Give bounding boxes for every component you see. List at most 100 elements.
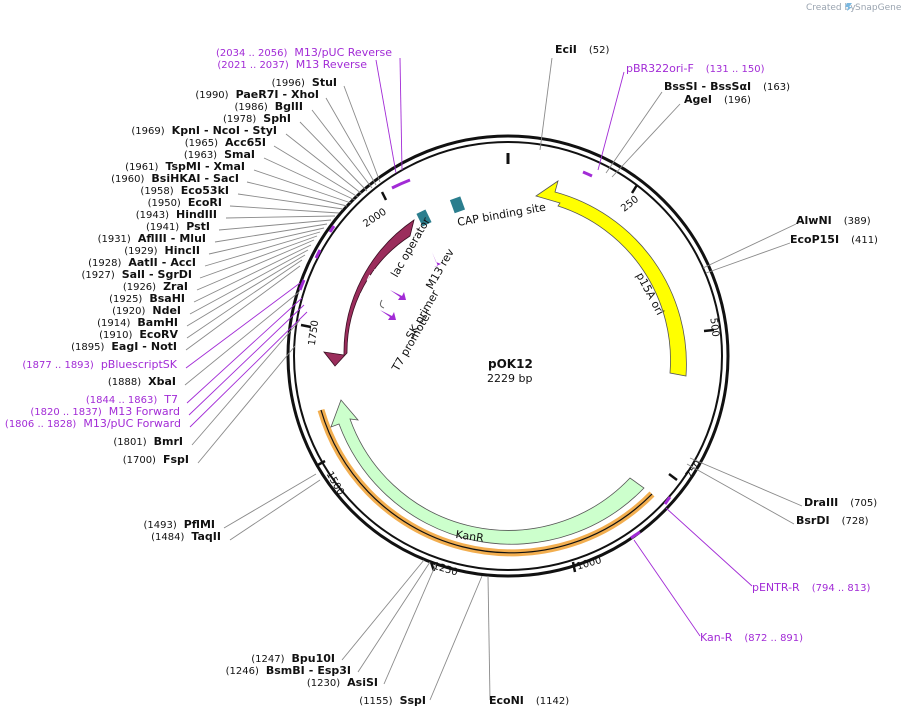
site-name: pBR322ori-F: [626, 62, 694, 75]
leader-line: [223, 473, 317, 529]
leader-line: [273, 145, 359, 198]
site-label-pflmi: (1493)PflMI: [143, 518, 215, 531]
primer-mark-pentr-r: [663, 496, 672, 505]
leader-line: [204, 231, 321, 267]
site-position: (1996): [272, 78, 305, 89]
site-position: (2021 .. 2037): [217, 60, 289, 71]
backbone-inner: [293, 141, 723, 571]
site-label-ecii: EciI(52): [555, 43, 610, 56]
site-position: (1920): [112, 306, 145, 317]
feature-t7-promoter-hook: [379, 299, 385, 309]
leader-line: [214, 223, 328, 243]
site-position: (1950): [148, 198, 181, 209]
leader-line: [189, 249, 309, 315]
site-name: PaeR7I: [236, 88, 279, 101]
site-label-bsrdi: BsrDI(728): [796, 514, 869, 527]
site-label-bsahi: (1925)BsaHI: [109, 292, 185, 305]
site-name: AatII: [128, 256, 157, 269]
site-label-zrai: (1926)ZraI: [123, 280, 188, 293]
site-label-ecorv: (1910)EcoRV: [99, 328, 178, 341]
site-name-2: XhoI: [291, 88, 319, 101]
tick-mark-1750: [300, 323, 312, 329]
leader-line: [686, 463, 795, 525]
site-name: DraIII: [804, 496, 838, 509]
leader-line: [253, 169, 352, 204]
site-position: (1844 .. 1863): [86, 395, 158, 406]
site-name: pBluescriptSK: [101, 358, 178, 371]
site-position: (1820 .. 1837): [30, 407, 102, 418]
site-name: BamHI: [137, 316, 178, 329]
site-name: EcoP15I: [790, 233, 839, 246]
site-position: (1246): [226, 666, 259, 677]
site-label-taqii: (1484)TaqII: [151, 530, 221, 543]
leader-line: [633, 539, 701, 637]
leader-line: [188, 304, 305, 416]
site-label-bmri: (1801)BmrI: [113, 435, 183, 448]
site-position: (794 .. 813): [812, 583, 871, 594]
site-label-m13-puc-reverse: (2034 .. 2056)M13/pUC Reverse: [216, 46, 392, 59]
site-position: (1978): [223, 114, 256, 125]
site-name-2: Esp3I: [317, 664, 351, 677]
site-label-sphi: (1978)SphI: [223, 112, 291, 125]
site-separator: -: [142, 340, 147, 353]
site-name: AlwNI: [796, 214, 832, 227]
leader-line: [597, 71, 625, 171]
site-name: SalI: [122, 268, 145, 281]
leader-line: [665, 507, 753, 587]
watermark-prefix: Created by: [806, 3, 856, 13]
leader-line: [237, 193, 344, 210]
leader-line: [429, 575, 483, 701]
site-label-eco53ki: (1958)Eco53kI: [140, 184, 229, 197]
site-position: (1963): [184, 150, 217, 161]
site-label-bpu10i: (1247)Bpu10I: [251, 652, 335, 665]
site-name-3: StyI: [253, 124, 277, 137]
site-label-acc65i: (1965)Acc65I: [185, 136, 266, 149]
tick-mark-250: [630, 184, 639, 194]
site-label-tspmi: (1961)TspMI-XmaI: [125, 160, 245, 173]
site-position: (1969): [131, 126, 164, 137]
site-name: BssSI: [664, 80, 698, 93]
tick-mark-750: [668, 473, 678, 481]
leader-line: [383, 563, 437, 685]
site-label-stui: (1996) StuI: [272, 76, 337, 89]
leader-line: [191, 319, 301, 446]
site-separator: -: [309, 664, 314, 677]
site-position: (1155): [359, 696, 392, 707]
site-name: Kan-R: [700, 631, 733, 644]
leader-line: [199, 235, 318, 279]
site-label-kan-r: Kan-R(872 .. 891): [700, 631, 803, 644]
site-label-pentr-r: pENTR-R(794 .. 813): [752, 581, 870, 594]
site-name: StuI: [312, 76, 337, 89]
site-label-bsssi: BssSI-BssSαI(163): [664, 80, 790, 93]
site-name: M13 Forward: [109, 405, 180, 418]
site-name: EcoRV: [139, 328, 178, 341]
site-label-econi: EcoNI(1142): [489, 694, 569, 707]
site-name: HindIII: [176, 208, 217, 221]
site-separator: -: [282, 88, 287, 101]
site-name: HincII: [164, 244, 200, 257]
site-separator: -: [702, 80, 707, 93]
site-position: (1142): [536, 696, 569, 707]
leader-line: [189, 311, 308, 428]
site-name: Bpu10I: [292, 652, 336, 665]
leader-line: [299, 121, 368, 192]
site-label-ecori: (1950)EcoRI: [148, 196, 222, 209]
site-label-m13-forward: (1820 .. 1837) M13 Forward: [30, 405, 180, 418]
site-position: (705): [850, 498, 877, 509]
primer-mark-mcs-1: [298, 279, 306, 291]
site-name-2: NcoI: [213, 124, 240, 137]
site-name: KpnI: [172, 124, 200, 137]
site-label-paer7i: (1990)PaeR7I-XhoI: [195, 88, 319, 101]
site-separator: -: [171, 232, 176, 245]
primer-mark-mcs-2: [314, 249, 322, 259]
site-label-m13-puc-forward: (1806 .. 1828)M13/pUC Forward: [5, 417, 181, 430]
leader-line: [487, 575, 491, 701]
site-name: M13/pUC Reverse: [294, 46, 392, 59]
tick-label-1750: 1750: [307, 320, 321, 347]
leader-line: [197, 345, 296, 464]
leader-line: [611, 103, 681, 178]
site-name: BsmBI: [266, 664, 305, 677]
leader-line: [343, 85, 381, 183]
site-position: (1943): [136, 210, 169, 221]
site-label-bglii: (1986)BglII: [235, 100, 303, 113]
